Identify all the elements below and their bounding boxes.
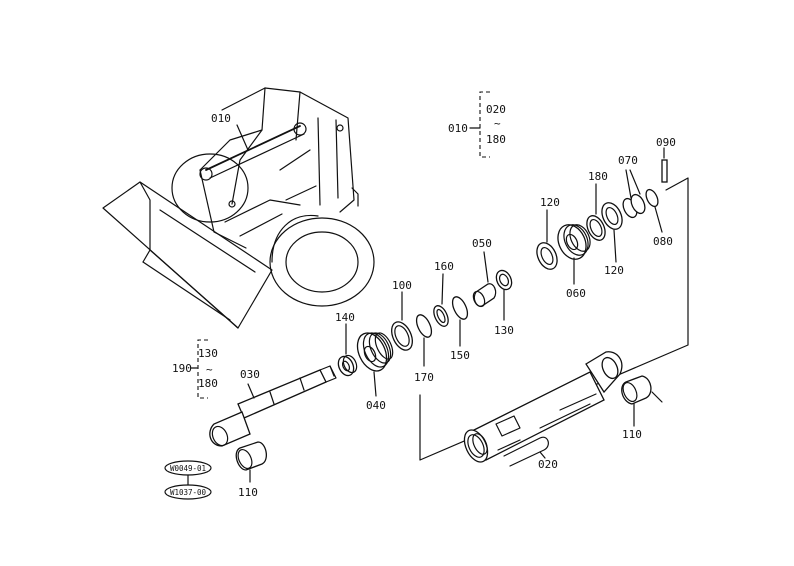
- callout-020: 020: [538, 458, 558, 471]
- callout-010: 010: [211, 112, 231, 125]
- callout-080: 080: [653, 235, 673, 248]
- part-040-gland: [356, 332, 394, 397]
- set-top-parent-label: 010: [448, 122, 468, 135]
- part-150-oring: [451, 296, 469, 347]
- callout-170: 170: [414, 371, 434, 384]
- loader-assembly-drawing: [102, 87, 375, 329]
- part-100-ring: [391, 291, 413, 351]
- part-020-cylinder-tube: [463, 351, 623, 467]
- stamp-upper-text: W0049-01: [170, 464, 206, 473]
- callout-160: 160: [434, 260, 454, 273]
- callout-110-left: 110: [238, 486, 258, 499]
- callout-040: 040: [366, 399, 386, 412]
- set-left-parent-label: 190: [172, 362, 192, 375]
- part-140-seal: [337, 323, 358, 377]
- callout-100: 100: [392, 279, 412, 292]
- part-120-right: [601, 202, 623, 263]
- part-180-ring: [586, 183, 606, 241]
- callout-180: 180: [588, 170, 608, 183]
- set-left-first-label: 130: [198, 347, 218, 360]
- set-top-first-label: 020: [486, 103, 506, 116]
- callout-060: 060: [566, 287, 586, 300]
- part-080-ring: [645, 188, 659, 208]
- callout-030: 030: [240, 368, 260, 381]
- callout-150: 150: [450, 349, 470, 362]
- stamp-lower-text: W1037-00: [170, 488, 207, 497]
- part-030-piston-rod: [209, 365, 337, 447]
- set-bracket-left: 190 130 ~ 180: [172, 339, 218, 399]
- set-left-last-label: 180: [198, 377, 218, 390]
- explode-envelope: [419, 177, 689, 461]
- callout-110-right: 110: [622, 428, 642, 441]
- callout-130: 130: [494, 324, 514, 337]
- set-left-tilde: ~: [206, 363, 213, 376]
- part-110-left-bushing: [235, 441, 268, 483]
- part-060-piston: [557, 224, 591, 285]
- set-bracket-top: 010 020 ~ 180: [448, 91, 506, 158]
- part-070-rings: [622, 169, 646, 219]
- callout-120-left: 120: [540, 196, 560, 209]
- stamp-lower: W1037-00: [164, 484, 212, 500]
- set-top-tilde: ~: [494, 117, 501, 130]
- part-160-ring: [433, 273, 449, 327]
- callout-120-right: 120: [604, 264, 624, 277]
- stamp-upper: W0049-01: [164, 460, 212, 476]
- part-130-ring: [495, 269, 513, 321]
- part-110-right-bushing: [621, 375, 663, 427]
- leader-010: [236, 124, 249, 151]
- part-050-bushing: [472, 251, 497, 308]
- callout-090: 090: [656, 136, 676, 149]
- callout-140: 140: [335, 311, 355, 324]
- callout-070: 070: [618, 154, 638, 167]
- part-120-left: [536, 209, 558, 270]
- callout-050: 050: [472, 237, 492, 250]
- set-top-last-label: 180: [486, 133, 506, 146]
- part-090-pin: [661, 147, 668, 183]
- part-170-oring: [415, 314, 433, 367]
